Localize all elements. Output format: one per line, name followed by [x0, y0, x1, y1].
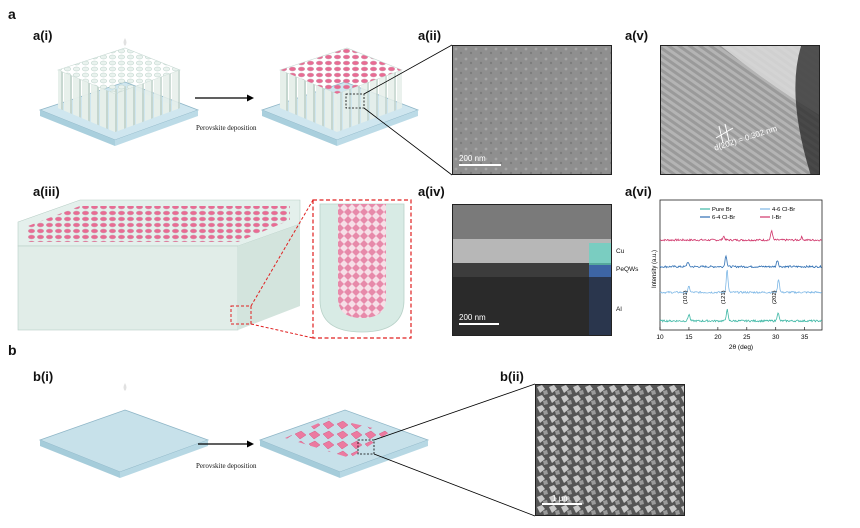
legend-entry: 4-6 Cl-Br [772, 207, 795, 213]
x-axis-label: 2θ (deg) [729, 344, 753, 351]
x-tick-label: 15 [685, 334, 693, 341]
sem-image-b-ii: 1 μm [535, 384, 685, 516]
x-tick-label: 25 [743, 334, 751, 341]
scale-label-b-ii: 1 μm [552, 494, 570, 503]
peak-label: (121) [721, 290, 727, 304]
peak-label: (202) [772, 290, 778, 304]
x-tick-label: 20 [714, 334, 722, 341]
x-tick-label: 30 [772, 334, 780, 341]
x-tick-label: 10 [656, 334, 664, 341]
series-line [660, 270, 822, 293]
x-tick-label: 35 [801, 334, 809, 341]
legend-entry: Pure Br [712, 207, 732, 213]
xrd-plot-frame [660, 200, 822, 330]
scale-bar-b-ii [542, 503, 582, 505]
series-line [660, 256, 822, 268]
y-axis-label: Intensity (a.u.) [652, 250, 658, 288]
legend-entry: I-Br [772, 215, 781, 221]
series-line [660, 309, 822, 322]
legend-entry: 6-4 Cl-Br [712, 215, 735, 221]
peak-label: (101) [683, 290, 689, 304]
series-line [660, 231, 822, 241]
